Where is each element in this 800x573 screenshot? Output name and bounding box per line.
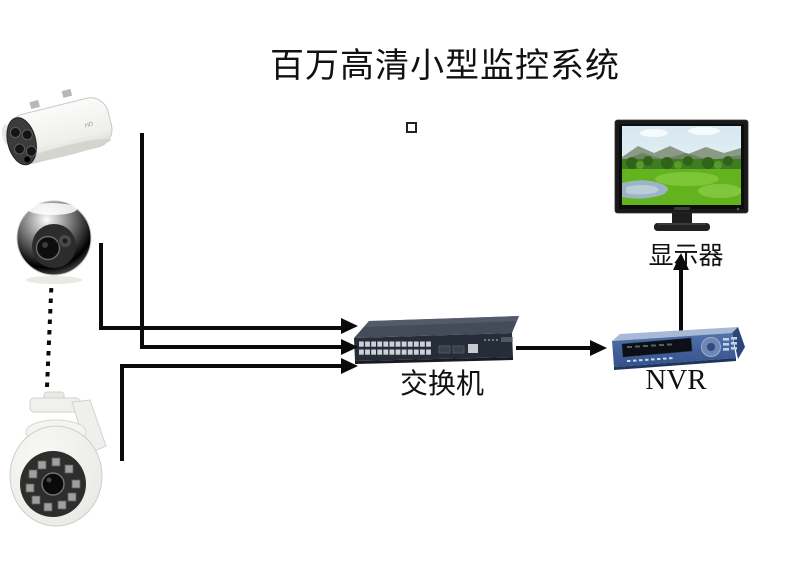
arrowhead-ptz-to-switch: [341, 358, 358, 374]
arrowhead-nvr-to-monitor: [673, 253, 689, 270]
monitor-screen-image: [622, 126, 741, 205]
nvr-icon: [605, 325, 751, 375]
cable-ptz-vertical: [120, 364, 124, 461]
bullet-camera-icon: HD: [2, 82, 118, 200]
switch-label: 交换机: [399, 369, 484, 400]
monitor-icon: [612, 119, 752, 233]
arrowhead-switch-to-nvr: [590, 340, 607, 356]
arrowhead-dome-to-switch: [341, 318, 358, 334]
network-switch-icon: [351, 313, 523, 367]
cable-bullet-vertical: [140, 133, 144, 349]
cable-switch-to-nvr: [516, 346, 591, 350]
svg-text:HD: HD: [84, 121, 95, 129]
dome-camera-icon: [8, 196, 100, 288]
cable-nvr-to-monitor: [679, 267, 683, 332]
cable-dome-vertical: [99, 243, 103, 330]
ptz-camera-icon: [2, 388, 118, 534]
cable-ptz-horizontal: [120, 364, 342, 368]
cable-dome-horizontal: [99, 326, 342, 330]
stray-square-glyph: [406, 122, 417, 133]
cable-bullet-horizontal: [140, 345, 342, 349]
page-title: 百万高清小型监控系统: [270, 48, 620, 85]
more-cameras-ellipsis: [44, 287, 54, 395]
arrowhead-bullet-to-switch: [341, 339, 358, 355]
nvr-label: NVR: [645, 364, 707, 396]
